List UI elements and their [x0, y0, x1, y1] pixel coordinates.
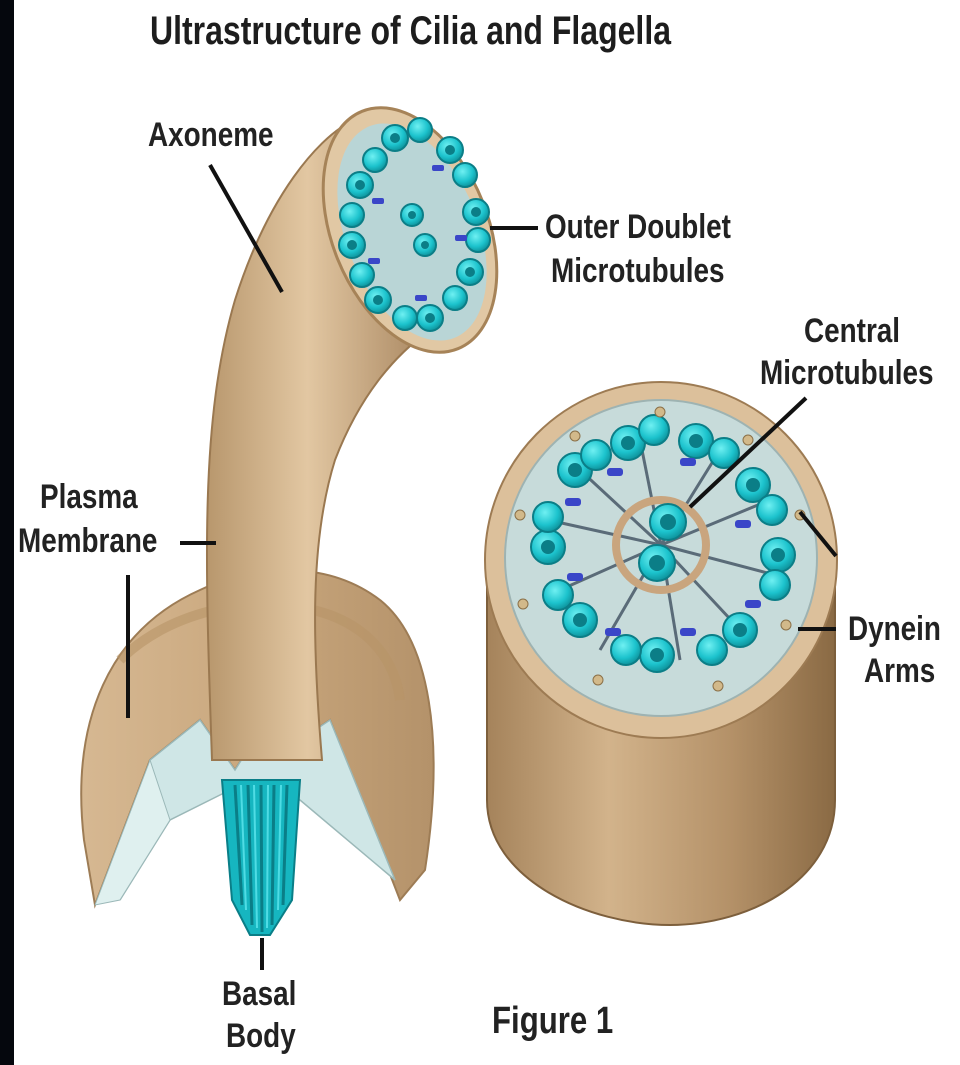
figure-caption: Figure 1 — [492, 1000, 613, 1042]
label-outer-doublet-line2: Microtubules — [551, 252, 724, 290]
label-basal-line1: Basal — [222, 975, 296, 1013]
label-dynein-line2: Arms — [864, 652, 935, 690]
label-central-line2: Microtubules — [760, 354, 933, 392]
label-dynein-line1: Dynein — [848, 610, 941, 648]
label-basal-line2: Body — [226, 1017, 296, 1055]
basal-body — [222, 780, 300, 935]
label-central-line1: Central — [804, 312, 900, 350]
label-plasma-line2: Membrane — [18, 522, 157, 560]
label-axoneme: Axoneme — [148, 116, 274, 154]
label-outer-doublet-line1: Outer Doublet — [545, 208, 731, 246]
diagram-title: Ultrastructure of Cilia and Flagella — [150, 8, 671, 54]
cilium-cross-section-cylinder — [485, 382, 837, 925]
label-plasma-line1: Plasma — [40, 478, 138, 516]
